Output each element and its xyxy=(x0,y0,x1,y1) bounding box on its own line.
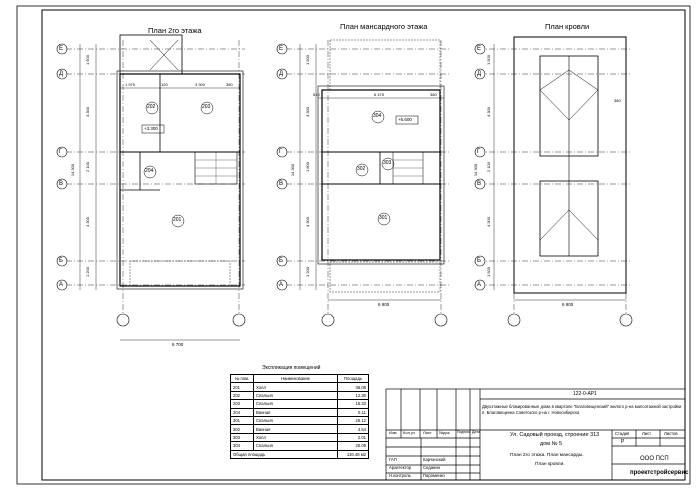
axis-letter: В xyxy=(477,181,482,187)
stamp-project: Двухэтажные блокированные дома в квартал… xyxy=(482,404,682,416)
stamp-code: 122-0-АР1 xyxy=(573,391,597,397)
dim-label: 6 900 xyxy=(562,302,574,307)
level-mark: +3.300 xyxy=(144,126,158,131)
axis-letter: Г xyxy=(59,149,63,155)
axis-letter: Г xyxy=(279,149,283,155)
dim-label: 380 xyxy=(614,98,621,103)
level-mark: +6.600 xyxy=(398,117,412,122)
stamp-sheet-desc: План кровли. xyxy=(535,462,565,467)
stamp-col-header: Дата xyxy=(472,430,480,434)
stamp-person: Пароменко xyxy=(423,473,445,478)
stamp-col-header: Лист xyxy=(423,430,432,435)
axis-letter: Б xyxy=(59,258,63,264)
axis-letter: В xyxy=(279,181,284,187)
room-number: 204 xyxy=(145,168,154,174)
axis-letter: Е xyxy=(59,46,64,52)
axis-letter: Д xyxy=(477,71,482,77)
attic-axis-bubbles xyxy=(276,43,448,327)
room-number: 303 xyxy=(383,160,392,166)
axis-letter: Г xyxy=(477,149,481,155)
stamp-stage-value: Р xyxy=(621,439,625,445)
dim-label: 1 975 xyxy=(125,82,136,87)
dim-label: 6 700 xyxy=(172,342,184,347)
outer-frame xyxy=(16,5,691,485)
room-number: 201 xyxy=(173,217,182,223)
axis-letter: А xyxy=(279,282,284,288)
axis-letter: Е xyxy=(279,46,284,52)
room-number: 304 xyxy=(373,113,382,119)
axis-letter: Д xyxy=(279,71,284,77)
dim-label: 120 xyxy=(161,82,168,87)
stamp-stage-header: Лист xyxy=(642,431,652,436)
stamp-col-header: Подпись xyxy=(457,430,471,434)
axis-letter: Б xyxy=(477,258,481,264)
stamp-address-1: Ул. Садовый проезд, строение 313 xyxy=(510,432,600,438)
stamp-stage-header: Стадия xyxy=(615,431,630,436)
floor2-plan xyxy=(66,34,245,341)
dim-label: 380 xyxy=(430,92,437,97)
floor2-title: План 2го этажа xyxy=(148,26,202,35)
stamp-company-logo: проектстройсервис xyxy=(630,470,689,476)
inner-frame xyxy=(41,9,686,481)
stamp-role: ГАП xyxy=(389,457,397,462)
stamp-col-header: №док xyxy=(439,430,450,435)
attic-plan xyxy=(286,39,450,318)
dim-label: 6 900 xyxy=(378,302,390,307)
axis-letter: А xyxy=(477,282,482,288)
stamp-sheet-desc: План 2го этажа. План мансарды. xyxy=(510,453,584,458)
axis-letter: А xyxy=(59,282,64,288)
axis-letter: Б xyxy=(279,258,283,264)
axis-letter: Е xyxy=(477,46,482,52)
dim-label: 6 475 xyxy=(374,92,385,97)
dim-label: 380 xyxy=(226,82,233,87)
axis-letter: В xyxy=(59,181,64,187)
dim-label: 3 300 xyxy=(195,82,206,87)
room-number: 202 xyxy=(147,104,156,110)
attic-title: План мансардного этажа xyxy=(340,22,428,31)
floor2-axis-bubbles xyxy=(56,43,246,327)
stamp-person: Карчанский xyxy=(423,457,446,462)
stamp-org: ООО ПСП xyxy=(640,456,669,462)
roof-plan xyxy=(478,36,630,318)
stamp-role: Архитектор xyxy=(389,465,412,470)
stamp-col-header: Изм xyxy=(389,430,397,435)
dim-label: 510 xyxy=(313,92,320,97)
roof-axis-bubbles xyxy=(474,43,633,327)
axis-letter: Д xyxy=(59,71,64,77)
stamp-role: Н.контроль xyxy=(389,473,411,478)
stamp-col-header: Кол.уч xyxy=(403,430,415,435)
room-number: 302 xyxy=(357,166,366,172)
room-number: 203 xyxy=(202,104,211,110)
stamp-person: Седанин xyxy=(423,465,440,470)
rooms-table-title: Экспликация помещений xyxy=(262,365,321,371)
stamp-address-2: дом № 5 xyxy=(540,441,563,447)
room-number: 301 xyxy=(379,215,388,221)
stamp-stage-header: Листов xyxy=(664,431,678,436)
roof-title: План кровли xyxy=(545,22,590,31)
